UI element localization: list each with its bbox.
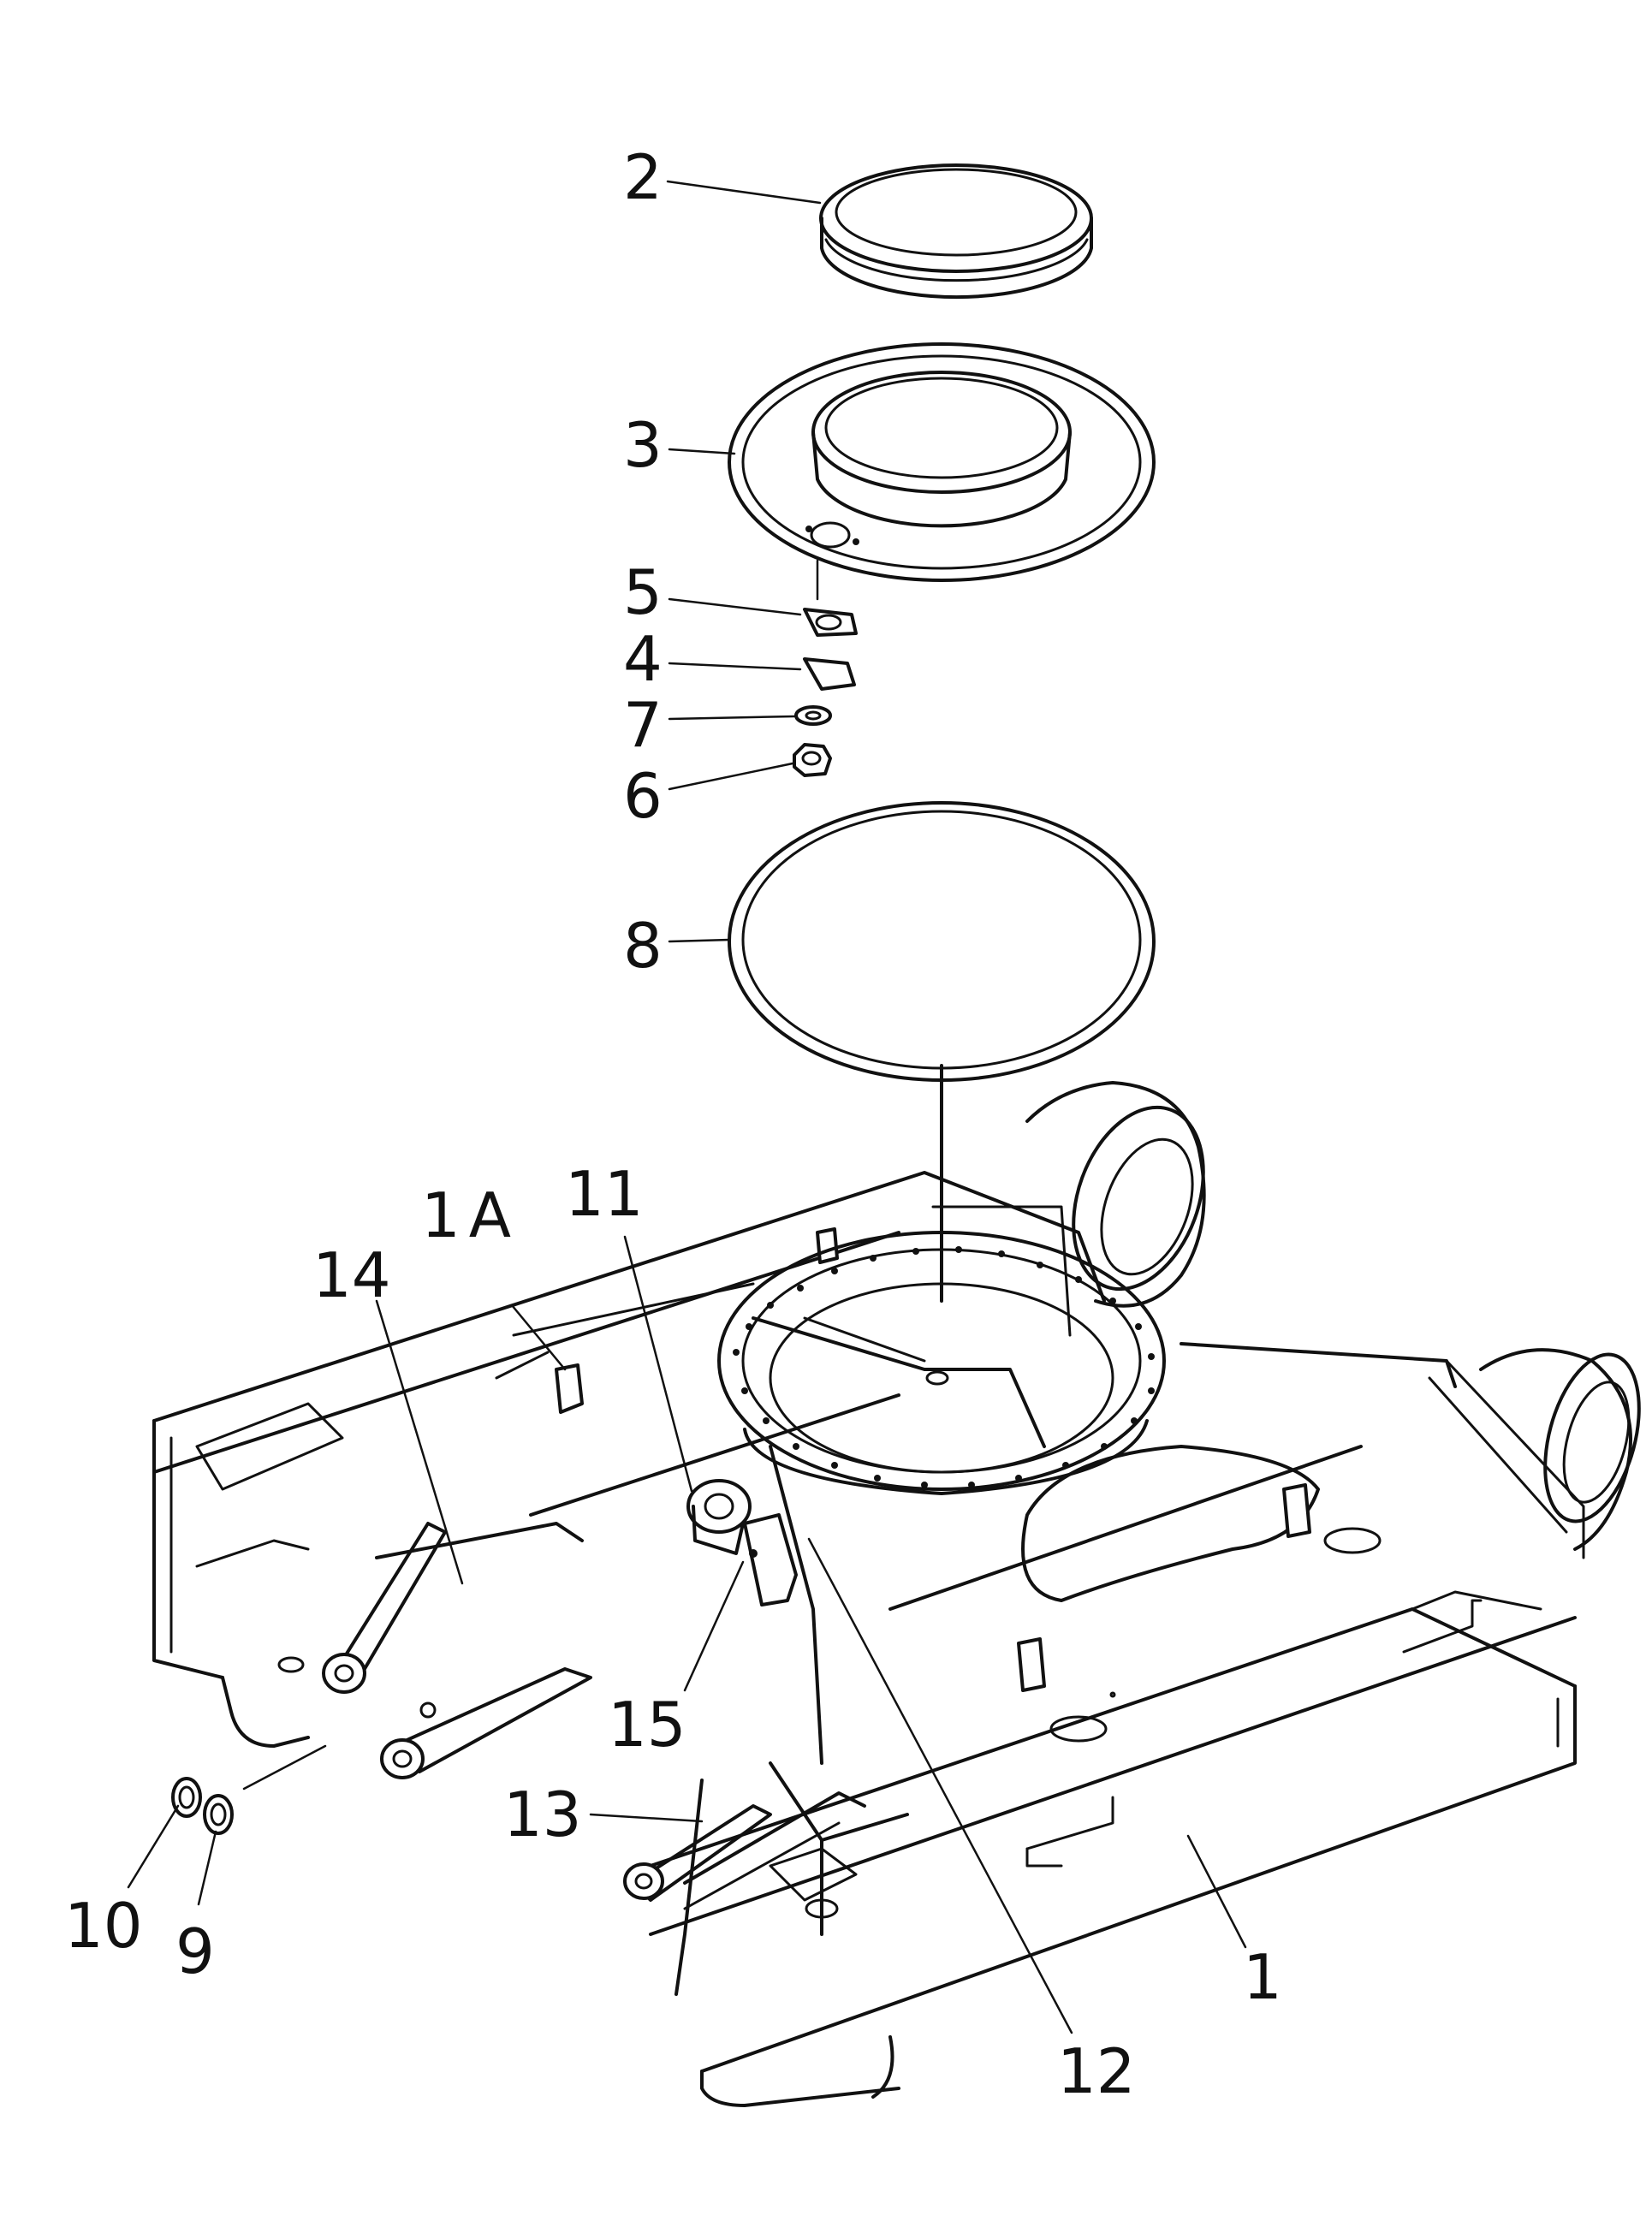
callout-9: 9 [175,1915,215,1987]
callout-13: 13 [503,1779,582,1850]
swing-circle-mount [717,1231,1166,1765]
part-gasket-4 [803,657,856,691]
callout-1: 1 [1243,1941,1282,2013]
callout-4: 4 [623,623,663,695]
callout-6: 6 [623,760,663,832]
callout-11: 11 [565,1158,644,1230]
part-plate-5 [803,559,858,637]
callout-8: 8 [623,910,663,982]
leader-lines [127,180,1247,2034]
callout-labels: 2 3 5 4 7 6 8 11 1A 14 15 13 10 9 1 12 [64,141,1282,2107]
shims-9-10 [171,1744,327,1835]
callout-7: 7 [623,689,663,761]
callout-1A: 1A [421,1179,520,1251]
pin-bracket [686,1479,798,1606]
part-oring-8 [728,801,1156,1082]
callout-3: 3 [623,409,663,481]
part-nut-6 [793,743,832,777]
callout-12: 12 [1057,2035,1136,2107]
callout-5: 5 [623,556,663,628]
part-washer-7 [794,705,832,726]
link-arm-13 [623,1791,894,2099]
callout-14: 14 [312,1239,391,1311]
link-arm-14 [277,1522,592,1779]
callout-10: 10 [64,1890,143,1962]
part-ring-2 [819,163,1093,300]
callout-15: 15 [608,1689,686,1761]
part-flange-3 [728,342,1156,582]
callout-2: 2 [623,141,663,213]
